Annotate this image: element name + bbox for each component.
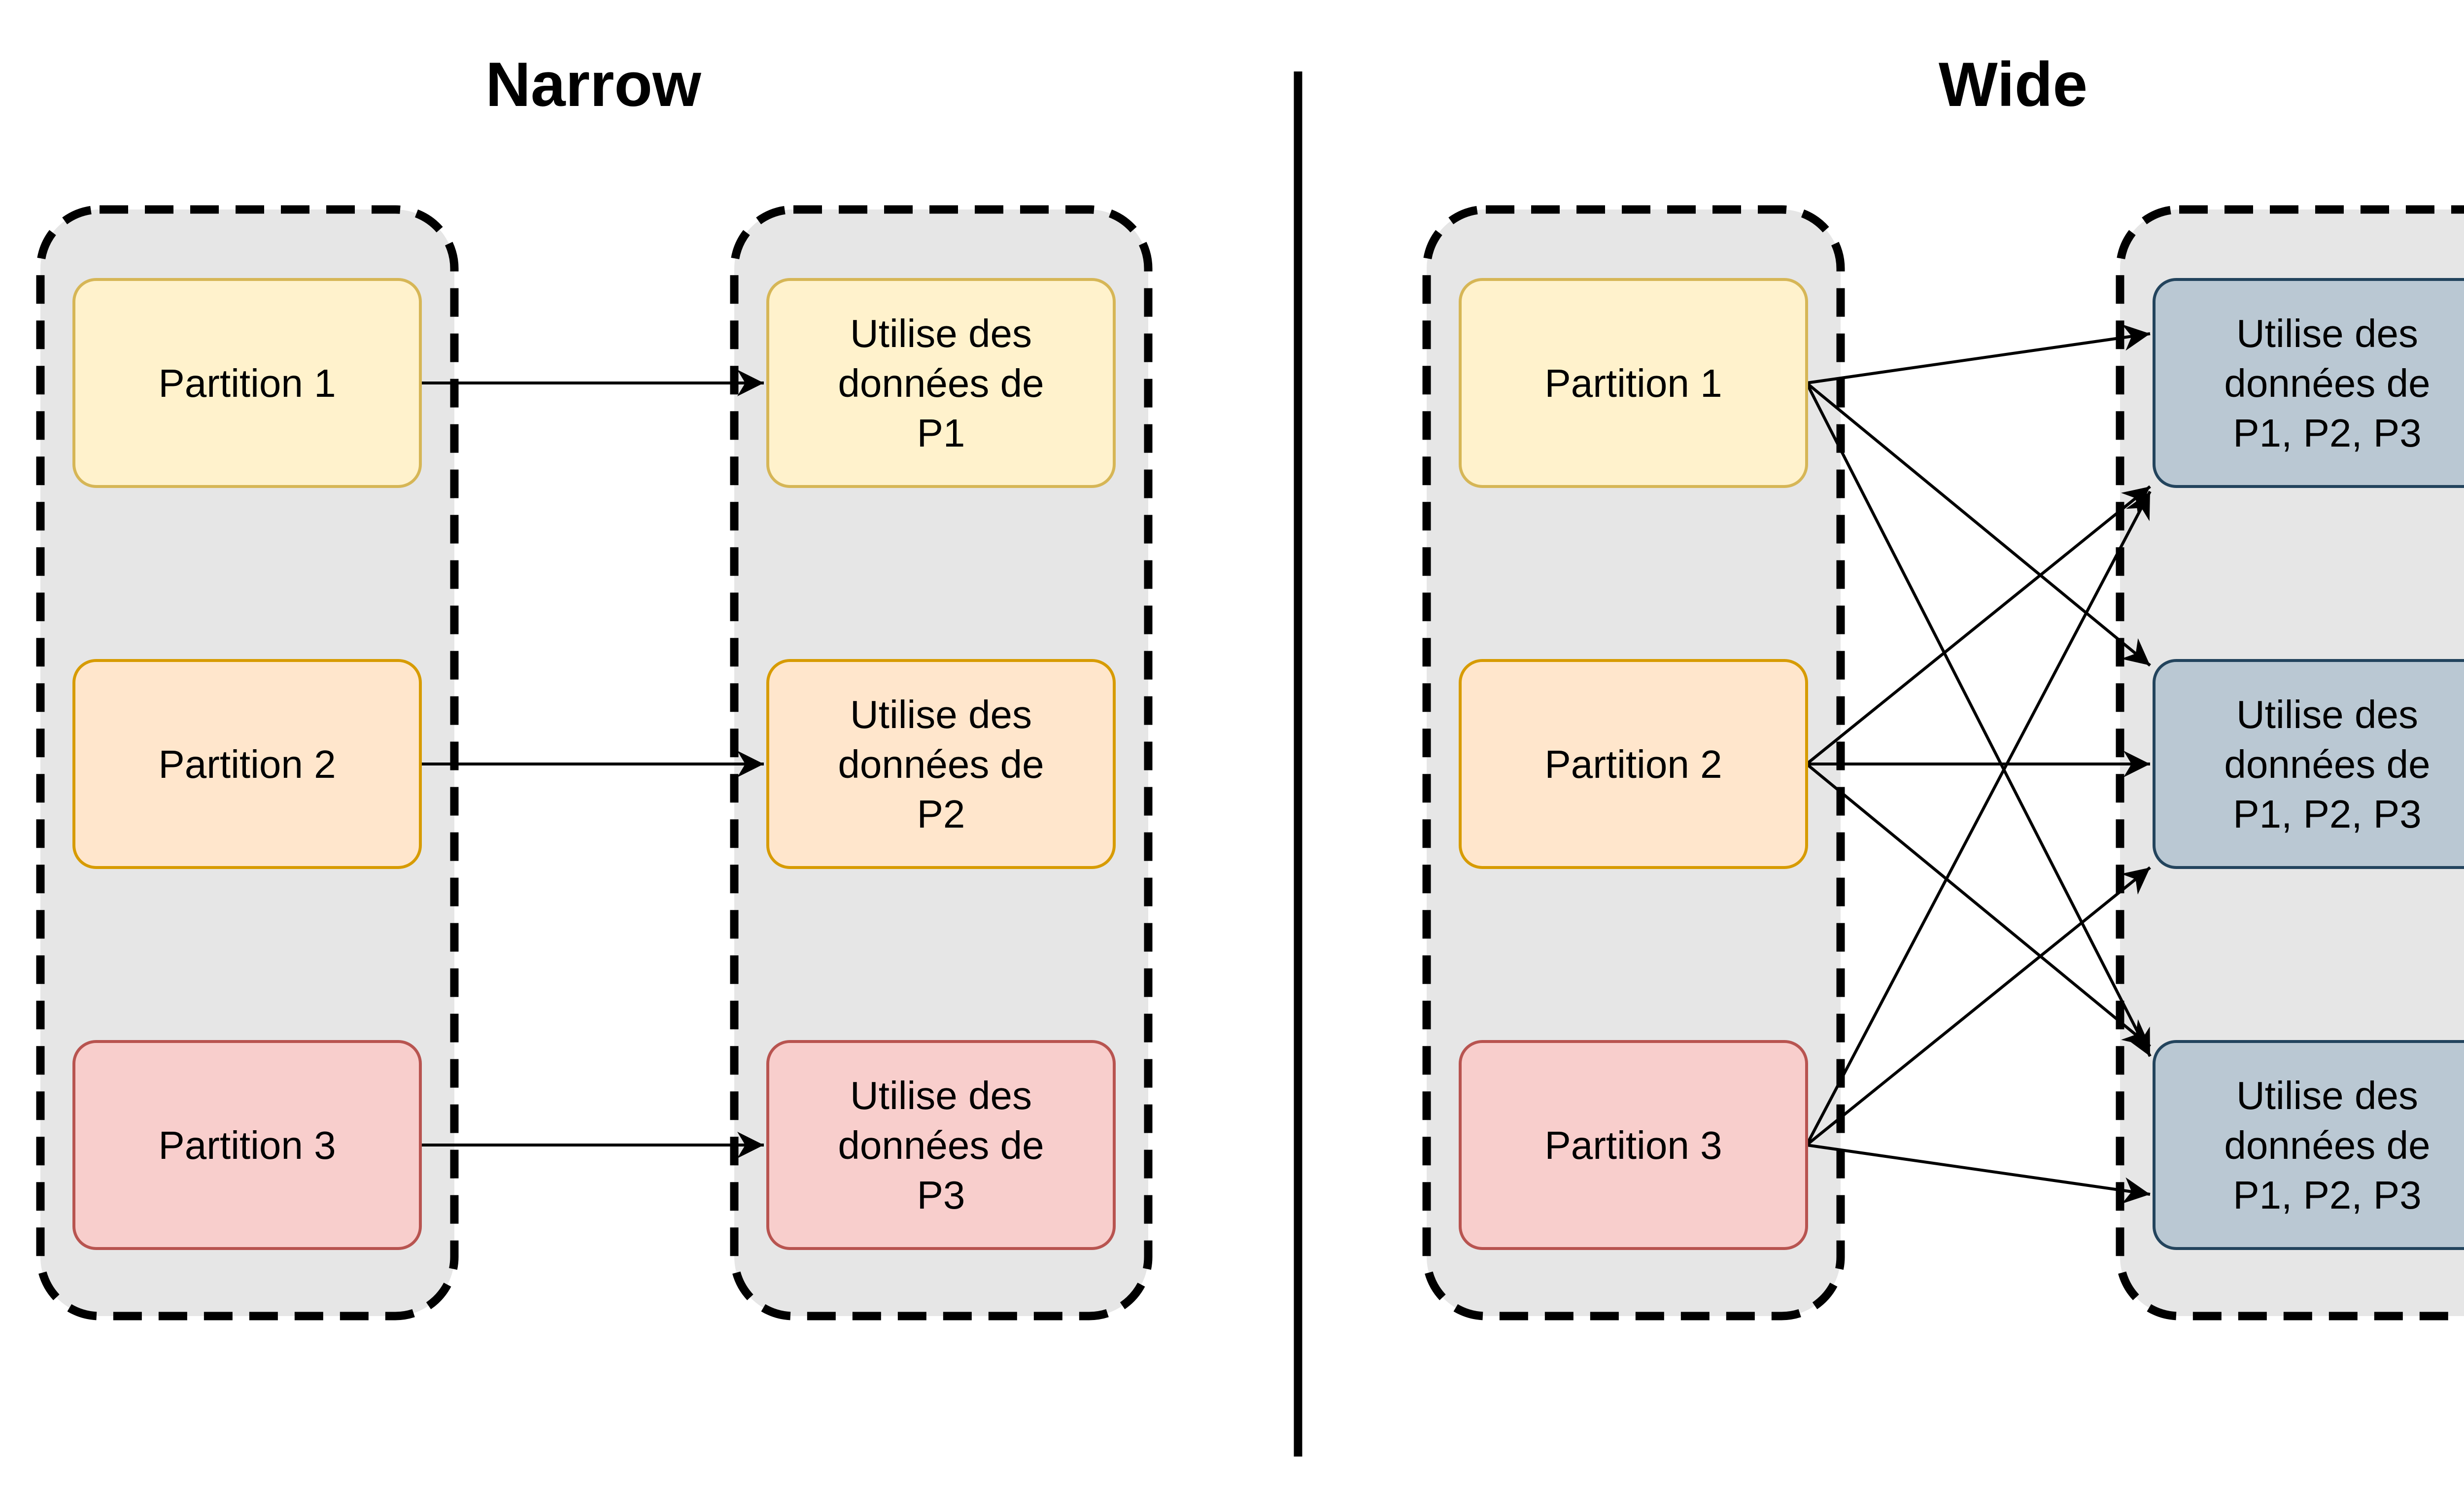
wide-target-box-2-label: Utilise des (2236, 693, 2418, 736)
narrow-target-box-1-label: Utilise des (850, 312, 1032, 355)
wide-target-box-1-label: Utilise des (2236, 312, 2418, 355)
wide-source-partition-3: Partition 3 (1459, 1040, 1808, 1250)
wide-target-box-2-label: données de (2224, 742, 2430, 786)
wide-target-box-3-shape (2153, 1040, 2464, 1250)
narrow-target-box-3-shape (766, 1040, 1116, 1250)
wide-target-box-1-label: P1, P2, P3 (2233, 411, 2421, 455)
narrow-target-box-1-label: P1 (917, 411, 965, 455)
narrow-source-partition-2-shape (72, 659, 422, 869)
narrow-title: Narrow (485, 49, 702, 119)
narrow-target-box-1-label: données de (838, 361, 1044, 405)
narrow-source-partition-3-label: Partition 3 (158, 1123, 336, 1167)
edges-layer (420, 324, 2152, 1204)
narrow-source-partition-1-label: Partition 1 (158, 361, 336, 405)
wide-source-partition-2-shape (1459, 659, 1808, 869)
narrow-source-partition-2-label: Partition 2 (158, 742, 336, 786)
wide-target-box-3-label: données de (2224, 1123, 2430, 1167)
wide-source-partition-1: Partition 1 (1459, 278, 1808, 488)
wide-edge-p1-to-t2 (1806, 382, 2151, 667)
wide-target-box-1: Utilise des données de P1, P2, P3 (2153, 278, 2464, 488)
narrow-target-box-3-label: P3 (917, 1173, 965, 1217)
narrow-source-partition-1: Partition 1 (72, 278, 422, 488)
wide-target-box-2: Utilise des données de P1, P2, P3 (2153, 659, 2464, 869)
wide-edge-p2-to-t1 (1806, 485, 2151, 765)
narrow-target-box-3-label: données de (838, 1123, 1044, 1167)
wide-edge-p3-to-t3 (1806, 1144, 2151, 1204)
wide-target-box-3: Utilise des données de P1, P2, P3 (2153, 1040, 2464, 1250)
wide-target-box-1-label: données de (2224, 361, 2430, 405)
narrow-target-box-1-shape (766, 278, 1116, 488)
wide-source-partition-1-shape (1459, 278, 1808, 488)
wide-source-partition-3-label: Partition 3 (1544, 1123, 1722, 1167)
narrow-target-box-2: Utilise des données de P2 (766, 659, 1116, 869)
narrow-target-box-1: Utilise des données de P1 (766, 278, 1116, 488)
wide-edge-p3-to-t2 (1806, 866, 2151, 1147)
wide-source-partition-2-label: Partition 2 (1544, 742, 1722, 786)
narrow-target-box-2-label: P2 (917, 792, 965, 836)
wide-edge-p1-to-t1 (1806, 324, 2151, 384)
narrow-source-partition-3-shape (72, 1040, 422, 1250)
narrow-target-box-3-label: Utilise des (850, 1074, 1032, 1117)
narrow-source-partition-1-shape (72, 278, 422, 488)
narrow-target-box-2-label: Utilise des (850, 693, 1032, 736)
wide-edge-p2-to-t3 (1806, 763, 2151, 1048)
wide-edge-p3-to-t1 (1805, 490, 2152, 1146)
narrow-source-partition-3: Partition 3 (72, 1040, 422, 1250)
narrow-target-box-2-label: données de (838, 742, 1044, 786)
wide-title: Wide (1939, 49, 2088, 119)
narrow-target-box-3: Utilise des données de P3 (766, 1040, 1116, 1250)
wide-edge-p1-to-t3 (1805, 382, 2152, 1057)
wide-target-box-1-shape (2153, 278, 2464, 488)
wide-target-box-3-label: P1, P2, P3 (2233, 1173, 2421, 1217)
wide-target-box-3-label: Utilise des (2236, 1074, 2418, 1117)
narrow-source-partition-2: Partition 2 (72, 659, 422, 869)
narrow-target-box-2-shape (766, 659, 1116, 869)
wide-target-box-2-label: P1, P2, P3 (2233, 792, 2421, 836)
wide-source-partition-1-label: Partition 1 (1544, 361, 1722, 405)
wide-target-box-2-shape (2153, 659, 2464, 869)
wide-source-partition-3-shape (1459, 1040, 1808, 1250)
boxes-layer: Partition 1 Partition 2 Partition 3 Utilise… (72, 278, 2464, 1250)
wide-source-partition-2: Partition 2 (1459, 659, 1808, 869)
